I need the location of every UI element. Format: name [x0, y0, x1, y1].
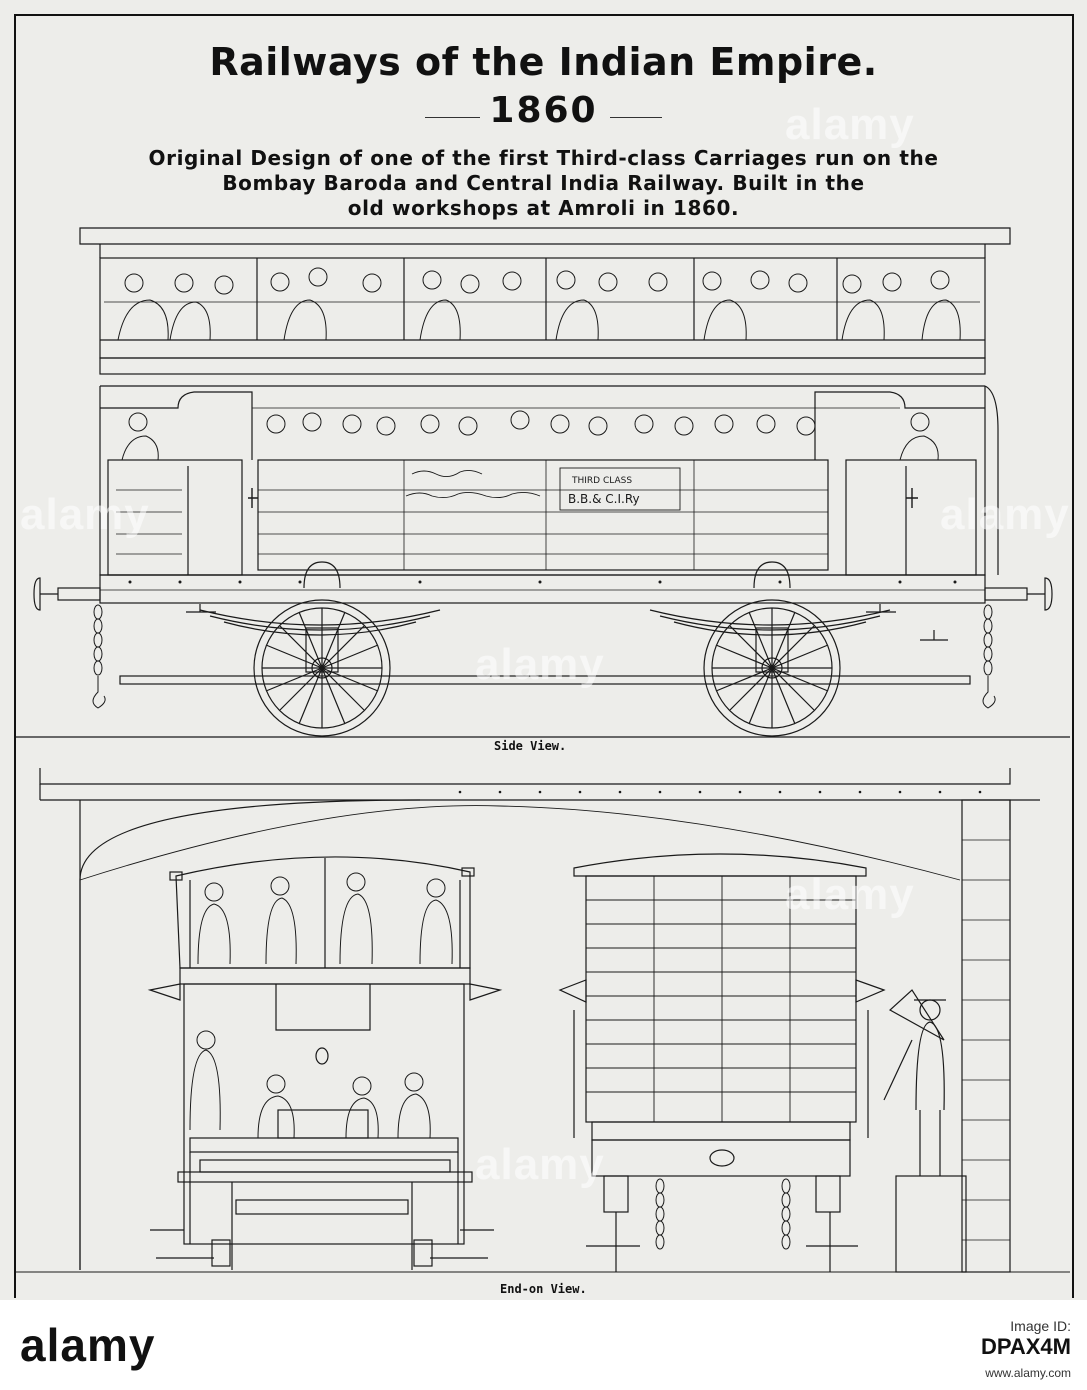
footer-logo: alamy [20, 1319, 156, 1371]
body-planking [116, 460, 828, 570]
leaf-springs [199, 561, 891, 673]
beam-rivets [458, 790, 982, 794]
wheel-left [253, 599, 391, 737]
image-id-value: DPAX4M [980, 1334, 1071, 1359]
overhead-beam [39, 768, 1011, 785]
rivets [128, 580, 957, 584]
script-inscription [405, 469, 541, 499]
year-row: 1860 [0, 90, 1087, 131]
coupling-chains [92, 604, 996, 709]
page-title: Railways of the Indian Empire. [209, 40, 878, 84]
end-view-caption: End-on View. [500, 1282, 587, 1296]
carriage-drawings: THIRD CLASS B.B.& C.I.Ry [16, 227, 1070, 1273]
side-view-drawing [16, 227, 1070, 738]
subtitle: Original Design of one of the first Thir… [20, 146, 1067, 221]
end-panel [585, 875, 857, 1123]
year-heading: 1860 [489, 90, 598, 131]
class-label-box [559, 467, 681, 511]
end-view-drawing [16, 768, 1070, 1273]
company-mark: B.B.& C.I.Ry [568, 492, 640, 506]
footer-url: www.alamy.com [985, 1366, 1071, 1380]
carriage-roof [79, 227, 1011, 245]
third-class-label: THIRD CLASS [571, 476, 632, 486]
upper-deck [99, 257, 986, 359]
footer-bar [0, 1300, 1087, 1390]
print-sheet [0, 0, 1087, 1300]
year-rule-right [610, 117, 662, 118]
brick-pier [961, 799, 1011, 1273]
footboard [119, 675, 971, 685]
subtitle-line-2: Bombay Baroda and Central India Railway.… [222, 171, 865, 195]
buffers [33, 577, 1053, 611]
sectional-end-view [147, 856, 503, 1270]
lower-deck-passengers [121, 410, 939, 461]
subtitle-line-3: old workshops at Amroli in 1860. [347, 196, 740, 220]
side-view-caption: Side View. [494, 739, 567, 753]
wheel-right [703, 599, 841, 737]
upper-deck-windows [104, 258, 980, 340]
year-rule-left [425, 117, 480, 118]
border-frame [14, 14, 1074, 1298]
footer-image-id: Image ID: DPAX4M [981, 1318, 1071, 1360]
door-handles [248, 488, 918, 508]
subtitle-line-1: Original Design of one of the first Thir… [148, 146, 939, 170]
step-brackets [186, 604, 948, 641]
upper-deck-passengers [117, 267, 961, 341]
exterior-end-view [558, 853, 967, 1273]
image-id-label: Image ID: [1010, 1318, 1071, 1334]
